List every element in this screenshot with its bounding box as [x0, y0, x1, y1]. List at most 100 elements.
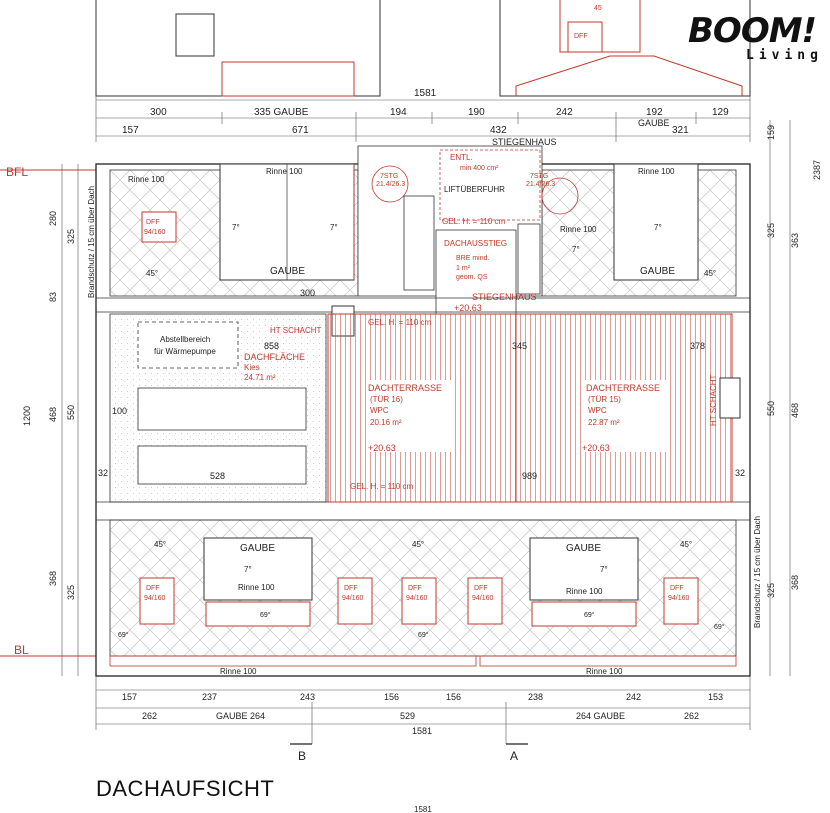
- dff-window-top-left: [141, 211, 177, 243]
- terrace-16-label-bg: [366, 380, 452, 452]
- side-dimension-lines: [61, 120, 791, 676]
- roof-unit-1: [137, 387, 307, 431]
- stg-left-l2: 21.4/26.3: [376, 181, 405, 188]
- dff-window-b5: [663, 577, 699, 625]
- angle-7-stair-right: 7°: [572, 245, 580, 254]
- terrace16-l5: +20.63: [368, 443, 396, 453]
- angle-69-b2: 69°: [418, 631, 429, 639]
- label-stiegenhaus-dim: STIEGENHAUS: [492, 137, 557, 147]
- top-angle: 45: [594, 5, 602, 12]
- bre-l1: BRE mind.: [456, 255, 490, 262]
- dim-right-363: 363: [790, 233, 800, 248]
- dim-858: 858: [264, 341, 279, 351]
- dim-left-1200: 1200: [22, 406, 32, 426]
- gaube-bottom-right-69: 69°: [584, 611, 595, 619]
- heat-pump-zone: [137, 321, 239, 369]
- angle-45-b2: 45°: [412, 540, 424, 549]
- dim-right-468: 468: [790, 403, 800, 418]
- dachausstieg-label: DACHAUSSTIEG: [444, 239, 507, 248]
- gaube-bottom-left-69: 69°: [260, 611, 271, 619]
- dim-bot-7: 242: [626, 692, 641, 702]
- terrace15-l2: (TÜR 15): [588, 395, 621, 404]
- dim-top-3: 194: [390, 107, 407, 118]
- gaube-bottom-left-angle: 7°: [244, 565, 252, 574]
- dim-bot-row2-5: 262: [684, 711, 699, 721]
- gel-h-stair: GEL. H. = 110 cm: [442, 217, 506, 226]
- dff-b5-l1: DFF: [670, 585, 684, 592]
- dim-right-368: 368: [790, 575, 800, 590]
- dim-left-550: 550: [66, 405, 76, 420]
- dim-top-1: 300: [150, 107, 167, 118]
- label-gaube-dim: GAUBE: [638, 118, 670, 128]
- logo-sub-text: Living: [746, 48, 823, 63]
- abstell-l1: Abstellbereich: [160, 335, 210, 344]
- gutter-bottom: [109, 655, 737, 667]
- bre-l2: 1 m²: [456, 265, 471, 272]
- dim-top-5: 242: [556, 107, 573, 118]
- dim-right-325b: 325: [766, 583, 776, 598]
- gel-h-terrace-bottom: GEL. H. = 110 cm: [350, 482, 414, 491]
- dim-right-159: 159: [766, 125, 776, 140]
- dff-top-left-l1: DFF: [146, 219, 160, 226]
- dff-b1-l2: 94/160: [144, 595, 166, 602]
- dim-bot-2: 237: [202, 692, 217, 702]
- dim-top-4: 190: [468, 107, 485, 118]
- ht-shaft-right-box: [719, 377, 741, 419]
- dff-window-b1: [139, 577, 175, 625]
- dim-bot-5: 156: [446, 692, 461, 702]
- dim-left-468: 468: [48, 407, 58, 422]
- gaube-top-left-angle-1: 7°: [232, 223, 240, 232]
- stair-core: [357, 145, 579, 315]
- angle-69-b3: 69°: [714, 623, 725, 631]
- abstell-l2: für Wärmepumpe: [154, 347, 216, 356]
- dim-left-inner-325: 325: [66, 229, 76, 244]
- terrace16-l3: WPC: [370, 406, 389, 415]
- dim-cut-total: 1581: [414, 805, 432, 813]
- dim-right-2387: 2387: [812, 160, 822, 180]
- dff-top-label: DFF: [574, 33, 588, 40]
- dim-right-325: 325: [766, 223, 776, 238]
- stg-right-l1: 7STG: [530, 173, 548, 180]
- dim-bot-row2-3: 529: [400, 711, 415, 721]
- gaube-top-right-angle: 7°: [654, 223, 662, 232]
- rinne-top-left: Rinne 100: [128, 175, 165, 184]
- dim-100: 100: [112, 406, 127, 416]
- dim-top-row2-1: 157: [122, 125, 139, 136]
- gaube-top-right-rinne: Rinne 100: [638, 167, 675, 176]
- terrace16-l4: 20.16 m²: [370, 418, 402, 427]
- dff-b2-l1: DFF: [344, 585, 358, 592]
- brand-logo: BOOM! Living: [688, 14, 823, 76]
- dim-bot-4: 156: [384, 692, 399, 702]
- roof-unit-2: [137, 445, 307, 485]
- stg-left-l1: 7STG: [380, 173, 398, 180]
- gel-h-terrace-top: GEL. H. = 110 cm: [368, 318, 432, 327]
- gaube-top-right-label: GAUBE: [640, 266, 675, 277]
- bfl-level-label: BFL: [6, 165, 28, 179]
- dim-top-row2-4: 321: [672, 125, 689, 136]
- dff-b1-l1: DFF: [146, 585, 160, 592]
- brandschutz-left: Brandschutz / 15 cm über Dach: [87, 186, 96, 298]
- stg-right-l2: 21.4/26.3: [526, 181, 555, 188]
- dim-bot-8: 153: [708, 692, 723, 702]
- dim-32-left: 32: [98, 468, 108, 478]
- gaube-bottom-left-rinne: Rinne 100: [238, 583, 275, 592]
- angle-45-top-left: 45°: [146, 269, 158, 278]
- lift-label: LIFTÜBERFUHR: [444, 185, 505, 194]
- dff-b5-l2: 94/160: [668, 595, 690, 602]
- dim-top-2: 335 GAUBE: [254, 107, 309, 118]
- angle-45-top-right: 45°: [704, 269, 716, 278]
- kies-area: 24.71 m²: [244, 373, 276, 382]
- cut-marker-a: A: [510, 749, 518, 763]
- dim-left-inner-325b: 325: [66, 585, 76, 600]
- dim-left-83: 83: [48, 292, 58, 302]
- dff-b2-l2: 94/160: [342, 595, 364, 602]
- dim-528: 528: [210, 471, 225, 481]
- stiegenhaus-level: +20.63: [454, 303, 482, 313]
- kies-label: Kies: [244, 363, 260, 372]
- gaube-bottom-right: [529, 537, 639, 627]
- dachflaeche-label: DACHFLÄCHE: [244, 352, 305, 362]
- dim-right-550: 550: [766, 401, 776, 416]
- rinne-bottom-right: Rinne 100: [586, 667, 623, 676]
- dff-window-b3: [401, 577, 437, 625]
- dim-left-280: 280: [48, 211, 58, 226]
